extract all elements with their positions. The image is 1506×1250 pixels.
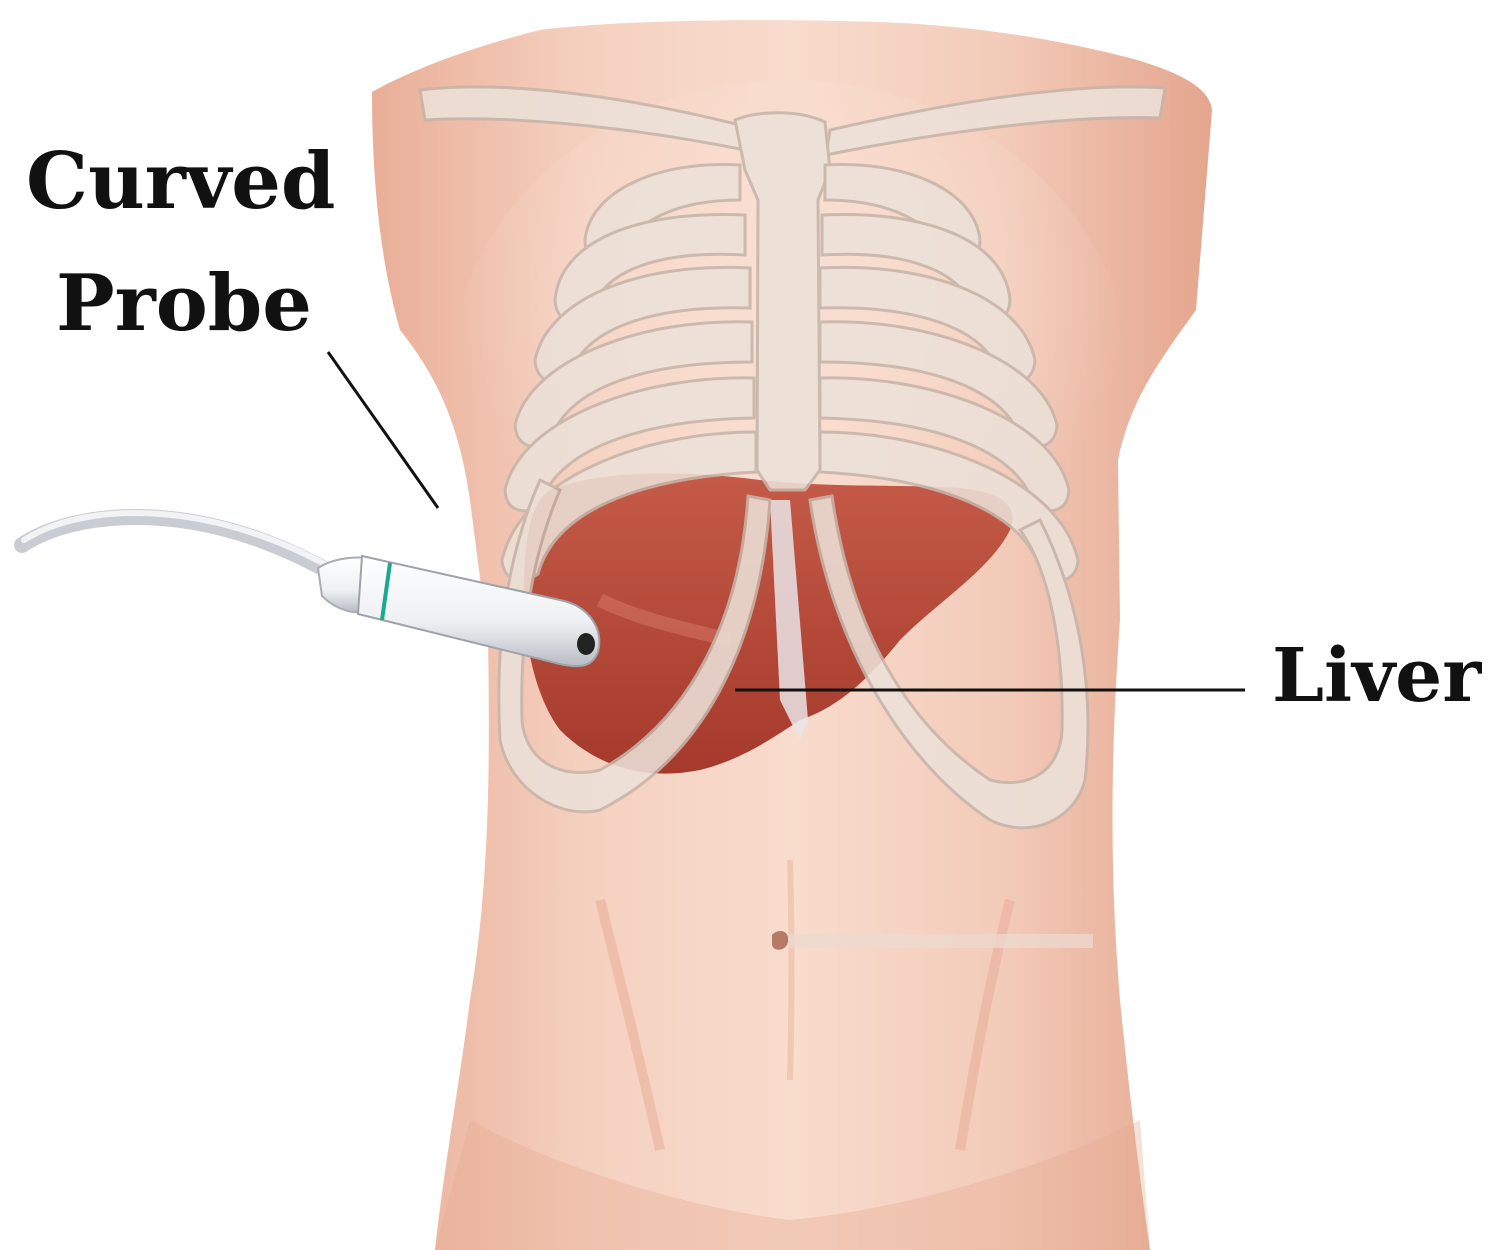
linea-alba: [790, 860, 792, 1080]
probe-leader-line: [328, 352, 438, 508]
probe-tip: [577, 633, 595, 655]
navel-band: [788, 934, 1093, 948]
label-probe-line1: Curved: [26, 136, 335, 227]
label-probe-line2: Probe: [56, 258, 312, 349]
label-liver: Liver: [1272, 633, 1482, 719]
